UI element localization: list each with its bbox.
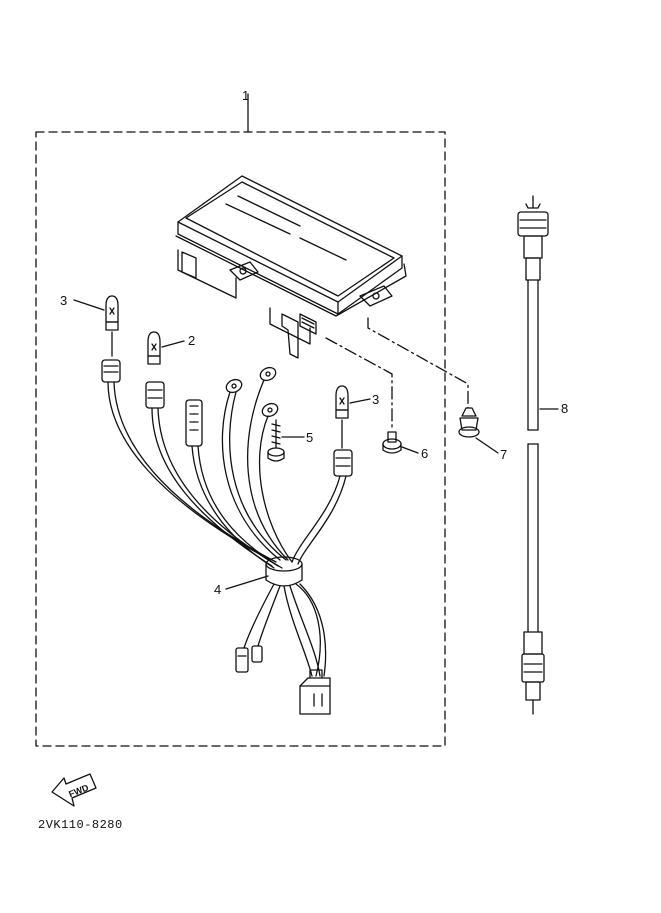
- harness-clamp: [265, 556, 303, 587]
- speedometer-cable: [517, 195, 549, 715]
- socket-left: [101, 359, 121, 383]
- meter-housing: [175, 175, 407, 359]
- wire-harness: [107, 379, 347, 677]
- callout-grommet: 7: [500, 447, 507, 462]
- coupler: [299, 669, 331, 715]
- grommet: [458, 407, 480, 438]
- callout-screw: 5: [306, 430, 313, 445]
- spade-terminals: [235, 645, 263, 673]
- callout-harness: 4: [214, 582, 221, 597]
- callout-leaders: [73, 299, 559, 590]
- bulb-2: [147, 331, 161, 365]
- bulb-3-right: [335, 385, 349, 449]
- connector-sleeve: [185, 399, 203, 447]
- bulb-3-left: [105, 295, 119, 357]
- fwd-arrow-icon: [51, 773, 97, 807]
- callout-bulb-3-right: 3: [372, 392, 379, 407]
- ring-terminals: [225, 366, 279, 418]
- leader-grommet: [367, 317, 469, 409]
- nut: [382, 431, 402, 454]
- callout-assembly: 1: [242, 88, 249, 103]
- callout-numbers: 1 3 2 3 4 5 6 7 8 FWD: [60, 88, 568, 799]
- fwd-label: FWD: [67, 782, 90, 799]
- socket-right: [333, 449, 353, 477]
- leader-nut: [325, 337, 393, 431]
- callout-cable: 8: [561, 401, 568, 416]
- screw: [267, 419, 285, 462]
- socket-middle: [145, 381, 165, 409]
- diagram-code: 2VK110-8280: [38, 818, 123, 832]
- callout-bulb-2: 2: [188, 333, 195, 348]
- callout-bulb-3-left: 3: [60, 293, 67, 308]
- assembly-boundary: [35, 131, 446, 747]
- callout-nut: 6: [421, 446, 428, 461]
